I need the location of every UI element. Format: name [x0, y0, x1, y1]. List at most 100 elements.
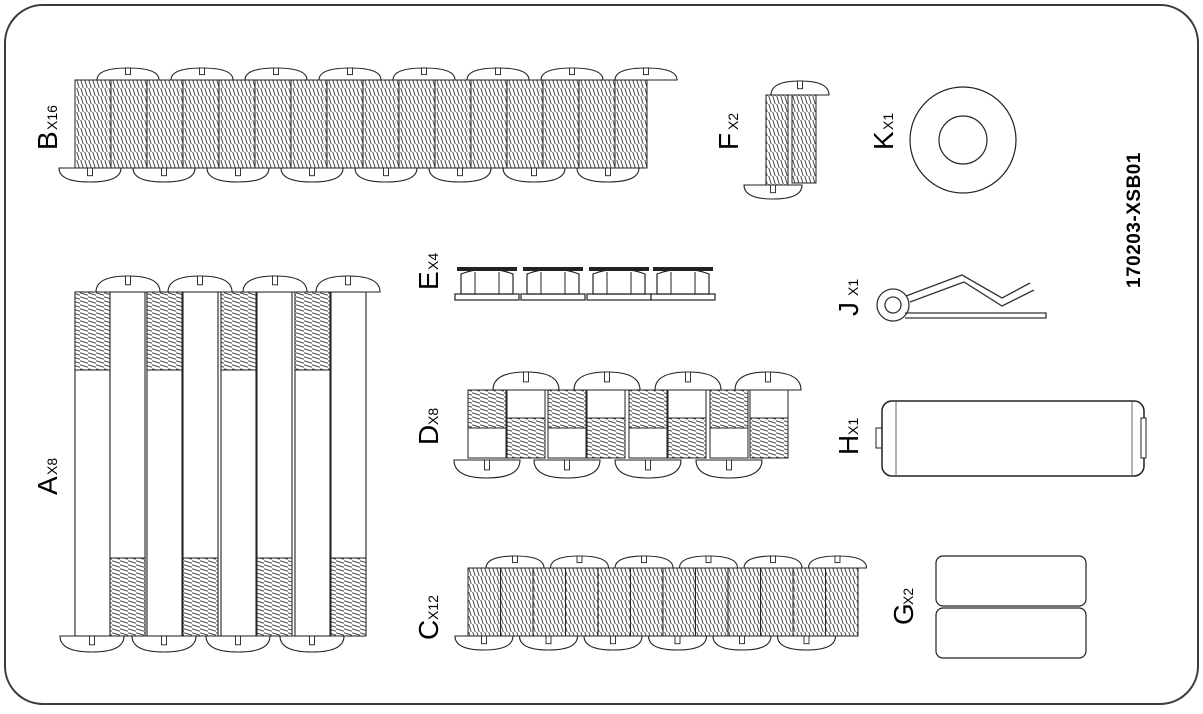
label-G: G X2 [888, 588, 919, 625]
label-C: C X12 [413, 595, 444, 640]
screw-slot [739, 635, 745, 645]
nut-flange [586, 293, 652, 301]
spacer-end-right [1140, 417, 1147, 459]
label-F: F X2 [713, 113, 744, 150]
screw-thread [760, 567, 794, 637]
sheet-code: 170203-XSB01 [1124, 152, 1145, 288]
screw-slot [512, 555, 518, 564]
part-J-drawing [876, 274, 1047, 322]
label-K: K X1 [868, 113, 899, 150]
screw-shoulder [628, 427, 668, 459]
screw-thread [709, 389, 749, 429]
screw-thread [467, 567, 501, 637]
part-letter: H [833, 435, 864, 455]
part-F-drawing [743, 80, 830, 200]
nut-body [460, 268, 514, 295]
bolt-thread [74, 291, 111, 371]
bolt-thread [182, 557, 219, 637]
screw-thread [791, 94, 817, 184]
part-K-drawing [909, 86, 1017, 194]
screw-slot [605, 167, 611, 177]
part-D-drawing [453, 371, 802, 479]
part-letter: K [868, 131, 899, 150]
part-qty: X16 [44, 105, 60, 130]
part-H-drawing [875, 400, 1147, 477]
screw-slot [125, 67, 131, 76]
screw-slot [564, 459, 570, 471]
screw-slot [235, 167, 241, 177]
nut-flange [454, 293, 520, 301]
screw-thread [749, 417, 789, 459]
screw-thread [765, 94, 789, 186]
screw-thread [532, 567, 566, 637]
part-qty: X2 [725, 113, 741, 130]
clip-leg-bent [905, 274, 1035, 307]
part-letter: G [888, 603, 919, 625]
part-qty: X8 [44, 458, 60, 475]
screw-slot [770, 555, 776, 564]
screw-thread [667, 417, 707, 459]
nut-top-ring [523, 267, 583, 271]
screw-slot [421, 67, 427, 76]
screw-slot [645, 459, 651, 471]
part-qty: X2 [900, 588, 916, 605]
screw-slot [161, 635, 167, 646]
screw-slot [457, 167, 463, 177]
part-qty: X4 [425, 253, 441, 270]
screw-slot [803, 635, 810, 645]
screw-slot [834, 555, 841, 564]
screw-shoulder [749, 389, 789, 419]
screw-slot [610, 635, 616, 645]
nut-top-ring [457, 267, 517, 271]
screw-thread [506, 417, 546, 459]
screw-thread [727, 567, 761, 637]
part-letter: F [713, 133, 744, 150]
screw-thread [597, 567, 631, 637]
screw-thread [500, 567, 534, 637]
screw-slot [569, 67, 575, 76]
spacer-body [881, 400, 1145, 477]
part-E-drawing [454, 267, 716, 301]
screw-slot [643, 67, 649, 76]
part-qty: X1 [880, 113, 896, 130]
clip-ring-inner [884, 296, 902, 314]
screw-slot [161, 167, 167, 177]
bolt-thread [109, 557, 146, 637]
screw-thread [792, 567, 826, 637]
clip-leg-straight [905, 312, 1047, 319]
sheet-code-text: 170203-XSB01 [1124, 152, 1145, 288]
screw-slot [309, 635, 315, 646]
screw-slot [235, 635, 241, 646]
part-G-drawing [935, 555, 1087, 659]
nut-flange [520, 293, 586, 301]
label-E: E X4 [413, 253, 444, 290]
pad-1 [935, 555, 1087, 607]
screw-slot [641, 555, 647, 564]
screw-thread [662, 567, 696, 637]
screw-shoulder [547, 427, 587, 459]
part-B-drawing [58, 67, 678, 183]
part-qty: X1 [845, 279, 861, 296]
screw-slot [273, 67, 279, 76]
screw-shoulder [467, 427, 507, 459]
screw-thread [628, 389, 668, 429]
screw-slot [383, 167, 389, 177]
screw-shoulder [506, 389, 546, 419]
part-qty: X12 [425, 595, 441, 620]
screw-thread [565, 567, 599, 637]
label-D: D X8 [413, 408, 444, 445]
washer-inner [938, 115, 988, 165]
screw-slot [523, 371, 529, 383]
part-letter: E [413, 271, 444, 290]
screw-slot [347, 67, 353, 76]
part-letter: D [413, 425, 444, 445]
screw-slot [484, 459, 490, 471]
screw-slot [531, 167, 537, 177]
nut-body [526, 268, 580, 295]
screw-slot [674, 635, 681, 645]
part-letter: B [32, 131, 63, 150]
bolt-thread [330, 557, 367, 637]
nut-top-ring [653, 267, 713, 271]
label-B: B X16 [32, 105, 63, 150]
